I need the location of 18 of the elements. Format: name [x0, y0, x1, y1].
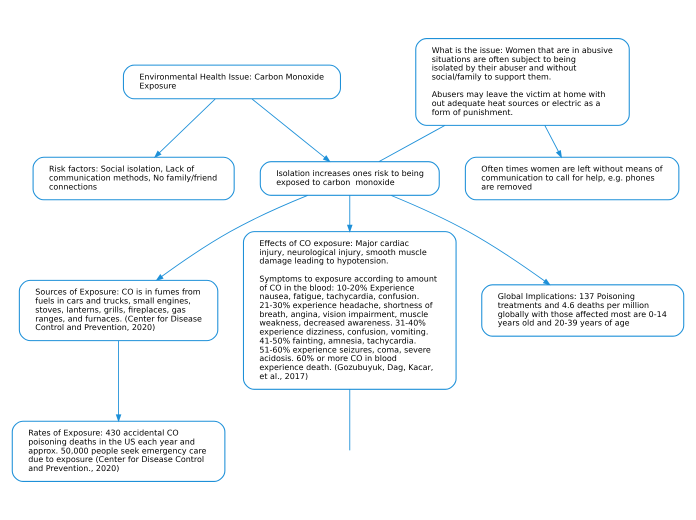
arrow	[252, 98, 331, 162]
node-box: Often times women are left without means of communication to call for help, e.g. phones are removed	[464, 156, 680, 200]
arrow	[346, 194, 353, 233]
arrow	[544, 125, 562, 158]
node-box: Isolation increases ones risk to being exposed to carbon monoxide	[260, 161, 440, 196]
node-box: Global Implications: 137 Poisoning treatments and 4.6 deaths per million globally with those affected most are 0-14 years old and 20-39 years of age	[481, 284, 684, 337]
node-box: Risk factors: Social isolation, Lack of communication methods, No family/friend connections	[32, 156, 235, 200]
arrow	[154, 98, 216, 158]
arrow	[156, 194, 308, 282]
arrow	[390, 194, 551, 286]
connector	[349, 389, 350, 451]
connector	[378, 124, 446, 162]
node-box: Rates of Exposure: 430 accidental CO poisoning deaths in the US each year and approx. 50,000 people seek emergency care due to exposure (Center for Disease Control and Prevention., 2020)	[12, 420, 226, 482]
node-box: Sources of Exposure: CO is in fumes from fuels in cars and trucks, small engines, stoves, lanterns, grills, fireplaces, gas ranges, and furnaces. (Center for Disease Control and Prevention, 2020)	[18, 280, 218, 342]
arrow	[116, 340, 122, 422]
node-box: What is the issue: Women that are in abusive situations are often subject to being isolated by their abuser and without social/family to support them. Abusers may leave the victim at home with out adequate heat sources or electric as a form of punishment.	[415, 38, 630, 126]
node-box: Effects of CO exposure: Major cardiac injury, neurological injury, smooth muscle damage leading to hypotension. Symptoms to exposure according to amount of CO in the blood: 10-20% Experience nausea, fatigue, tachycardia, confusion. 21-30% experience headache, shortness of breath, angina, vision impairment, muscle weakness, decreased awareness. 31-40% experience dizziness, confusion, vomiting. 41-50% fainting, amnesia, tachycardia. 51-60% experience seizures, coma, severe acidosis. 60% or more CO in blood experience death. (Gozubuyuk, Dag, Kacar, et al., 2017)	[242, 231, 457, 390]
node-box: Environmental Health Issue: Carbon Monoxide Exposure	[122, 64, 341, 100]
